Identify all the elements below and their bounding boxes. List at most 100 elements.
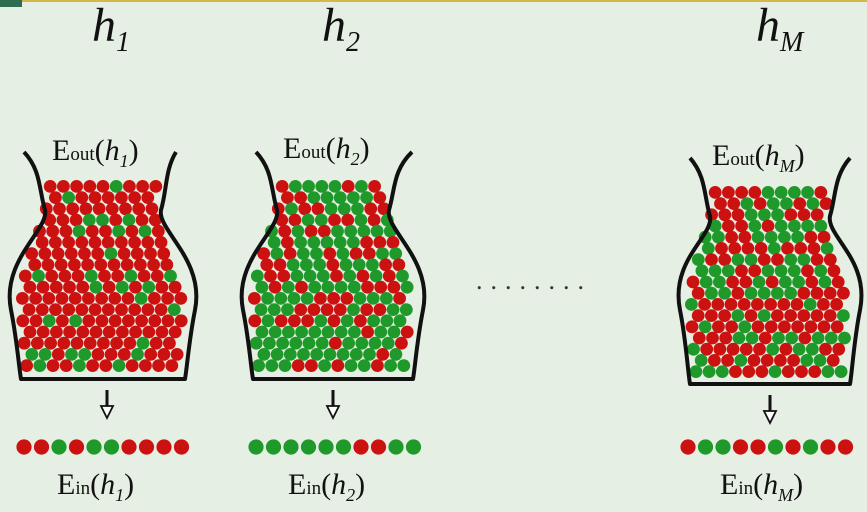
marble: [64, 247, 78, 260]
marble: [757, 253, 771, 266]
marble: [353, 292, 367, 305]
marble: [101, 303, 115, 316]
marble: [137, 269, 151, 283]
sample-marble: [405, 439, 422, 455]
bin-outline: [7, 150, 199, 381]
sample-marble: [265, 439, 282, 455]
marble: [144, 247, 157, 260]
marble: [302, 336, 316, 350]
marble: [691, 309, 705, 322]
marble: [268, 280, 282, 294]
marble: [155, 280, 169, 294]
marble: [281, 303, 294, 316]
marble: [771, 286, 784, 300]
marble: [38, 247, 52, 260]
marble: [132, 202, 146, 216]
marble: [731, 286, 745, 300]
marble: [685, 298, 698, 311]
sample-marble: [785, 439, 801, 455]
marble: [20, 359, 33, 372]
marble: [331, 359, 345, 372]
marble: [713, 342, 727, 356]
marble: [356, 269, 370, 283]
marble: [58, 269, 72, 283]
marble: [110, 336, 123, 350]
marble: [49, 280, 63, 294]
marble: [141, 191, 155, 205]
marble: [813, 354, 827, 367]
marble: [62, 191, 75, 205]
marble: [150, 269, 164, 283]
marble: [99, 359, 113, 372]
marble: [764, 230, 778, 244]
marble: [148, 292, 161, 305]
sample-marble: [173, 439, 190, 455]
marble: [102, 325, 116, 339]
marble: [79, 202, 93, 216]
marble: [798, 331, 812, 345]
sample-marble: [820, 439, 836, 455]
marble: [698, 320, 712, 334]
marble: [35, 236, 49, 249]
marble: [142, 280, 156, 294]
marble: [36, 280, 50, 294]
marble: [115, 236, 128, 249]
marble: [400, 280, 414, 294]
marble: [761, 219, 775, 233]
marble: [122, 180, 136, 193]
marble: [725, 230, 738, 244]
marble: [748, 264, 762, 278]
marble: [316, 269, 330, 283]
marble: [91, 348, 105, 361]
marble: [141, 236, 155, 249]
marble: [797, 208, 811, 222]
marble: [827, 264, 841, 278]
marble: [18, 269, 32, 283]
marble: [314, 314, 328, 328]
marble: [694, 354, 708, 367]
marble: [787, 354, 800, 367]
marble: [83, 336, 97, 350]
marble: [281, 191, 294, 205]
marble: [810, 309, 824, 322]
sample-marble: [156, 439, 172, 455]
marble: [373, 191, 387, 205]
marble: [49, 303, 62, 316]
marble: [255, 325, 269, 339]
marble: [164, 269, 177, 283]
marble: [738, 230, 752, 244]
marble: [298, 202, 312, 216]
marble: [738, 320, 752, 334]
marble: [248, 292, 261, 305]
marble: [154, 303, 168, 316]
marble: [75, 303, 89, 316]
marble: [157, 247, 171, 260]
marble: [304, 224, 318, 238]
marble: [276, 336, 289, 350]
ein-label-m: Ein(hM): [720, 468, 804, 505]
marble: [691, 253, 705, 266]
marble: [774, 264, 788, 278]
marble: [145, 202, 159, 216]
marble: [360, 191, 373, 205]
marble: [41, 258, 55, 272]
marble: [751, 298, 764, 311]
marble: [310, 348, 324, 361]
marble: [731, 208, 745, 222]
marble: [744, 208, 758, 222]
marble: [348, 325, 361, 339]
down-arrow-head: [762, 410, 778, 426]
marble: [260, 258, 274, 272]
marble: [792, 342, 806, 356]
marble: [726, 342, 740, 356]
marble: [823, 309, 837, 322]
marble: [373, 236, 387, 249]
marble: [371, 359, 384, 372]
sample-marble: [86, 439, 102, 455]
marble: [400, 325, 414, 339]
marble: [82, 314, 96, 328]
marble: [139, 359, 152, 372]
marble: [148, 213, 162, 227]
marble: [336, 348, 350, 361]
